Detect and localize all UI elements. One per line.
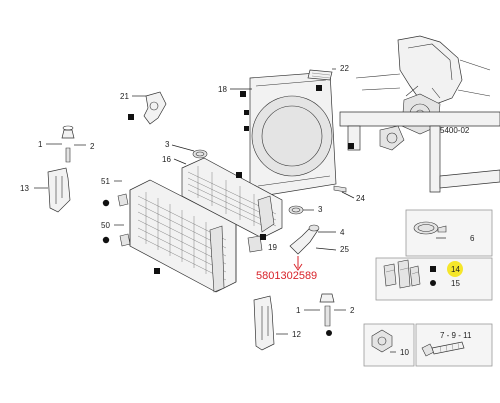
label-4: 4 — [340, 228, 345, 237]
marker-18 — [240, 91, 246, 97]
panel-part-10 — [363, 323, 415, 367]
label-22: 22 — [340, 64, 349, 73]
fan-shroud-illustration — [249, 71, 337, 197]
marker-19 — [260, 234, 266, 240]
leader-24 — [341, 191, 355, 199]
part-50-plug-illustration — [119, 233, 131, 247]
label-18: 18 — [218, 85, 227, 94]
label-19: 19 — [268, 243, 277, 252]
label-50: 50 — [101, 221, 110, 230]
marker-intercooler — [236, 172, 242, 178]
highlight-arrow-head — [293, 263, 303, 271]
label-1-lower: 1 — [296, 306, 301, 315]
marker-shroud-c — [348, 143, 354, 149]
marker-shroud-b — [244, 126, 249, 131]
leader-3-top — [171, 144, 195, 152]
radiator-illustration — [129, 179, 237, 293]
marker-50 — [102, 236, 110, 244]
label-12: 12 — [292, 330, 301, 339]
leader-16 — [173, 158, 187, 165]
label-10: 10 — [400, 348, 409, 357]
label-16: 16 — [162, 155, 171, 164]
label-21: 21 — [120, 92, 129, 101]
marker-radiator-a — [154, 268, 160, 274]
part-19-mount-illustration — [247, 235, 263, 253]
label-25: 25 — [340, 245, 349, 254]
part-1-2-plug-illustration — [61, 125, 75, 163]
highlight-part-number[interactable]: 5801302589 — [256, 270, 317, 282]
marker-22 — [316, 85, 322, 91]
label-51: 51 — [101, 177, 110, 186]
label-5400-02: 5400-02 — [440, 126, 470, 135]
label-24: 24 — [356, 194, 365, 203]
part-51-plug-illustration — [117, 193, 129, 207]
label-2: 2 — [90, 142, 95, 151]
part-24-bolt-illustration — [333, 185, 347, 193]
leader-25 — [315, 247, 337, 251]
panel-parts-7-9-11 — [415, 323, 493, 367]
marker-14 — [430, 266, 436, 272]
marker-15 — [430, 280, 436, 286]
marker-2-lower — [326, 330, 332, 336]
label-2-lower: 2 — [350, 306, 355, 315]
marker-51 — [102, 199, 110, 207]
panel-parts-14-15 — [375, 257, 493, 301]
label-6: 6 — [470, 234, 475, 243]
intercooler-illustration — [181, 157, 283, 239]
part-22-seal-illustration — [307, 69, 333, 81]
label-13: 13 — [20, 184, 29, 193]
part-13-bracket-illustration — [47, 167, 71, 213]
part-21-bracket-illustration — [143, 91, 167, 125]
label-14: 14 — [451, 265, 460, 274]
marker-shroud-a — [244, 110, 249, 115]
highlight-badge-14[interactable] — [447, 261, 463, 277]
engine-block-illustration — [339, 35, 500, 193]
label-15: 15 — [451, 279, 460, 288]
label-3-right: 3 — [318, 205, 323, 214]
part-12-bracket-illustration — [253, 295, 275, 351]
part-1-2-lower-plug-illustration — [319, 293, 335, 327]
panel-part-6 — [405, 209, 493, 257]
part-3-clamp-right-illustration — [288, 205, 304, 215]
marker-21 — [128, 114, 134, 120]
label-1: 1 — [38, 140, 43, 149]
part-3-clamp-illustration — [192, 149, 208, 159]
label-3-top: 3 — [165, 140, 170, 149]
label-7-9-11: 7 - 9 - 11 — [440, 331, 472, 340]
part-25-hose-illustration — [289, 224, 320, 255]
